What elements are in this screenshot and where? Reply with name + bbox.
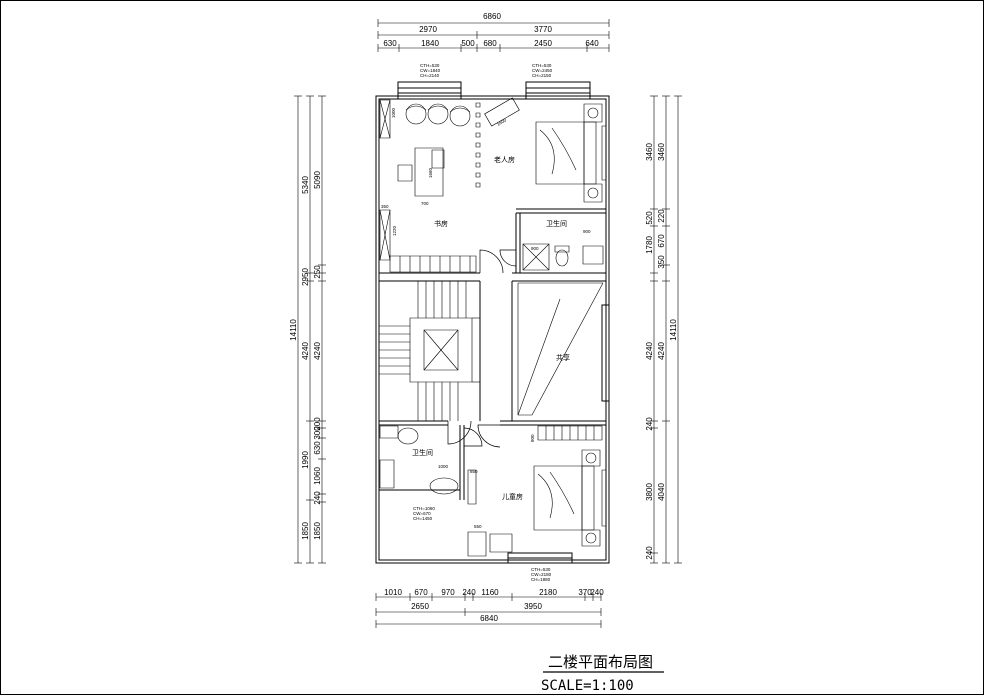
window-tag-top-left-1: CTH=530 xyxy=(420,63,440,68)
furniture-dim-3: 700 xyxy=(421,201,429,206)
dim-right-inner-2: 520 xyxy=(645,211,654,225)
dim-top-detail-3: 500 xyxy=(461,39,475,48)
bottom-dimensions xyxy=(376,593,601,628)
room-label-shared: 共享 xyxy=(556,353,570,362)
dim-bottom-total: 6840 xyxy=(480,614,498,623)
dim-left-inner-1: 5340 xyxy=(301,176,310,194)
dim-top-detail-4: 680 xyxy=(483,39,497,48)
dim-left-detail-3: 4240 xyxy=(313,342,322,360)
room-label-bathroom-bottom: 卫生间 xyxy=(412,448,433,457)
dim-right-inner-4: 4240 xyxy=(645,342,654,360)
dim-bottom-mid-2: 3950 xyxy=(524,602,542,611)
dim-left-inner-3: 4240 xyxy=(301,342,310,360)
dim-left-inner-2: 2950 xyxy=(301,268,310,286)
window-tag-bottom-left-3: CH=1450 xyxy=(413,516,433,521)
dim-left-inner-5: 1850 xyxy=(301,522,310,540)
window-tag-top-left-3: CH=2140 xyxy=(420,73,440,78)
window-tag-top-right-2: CW=2450 xyxy=(532,68,553,73)
dim-bottom-mid-1: 2650 xyxy=(411,602,429,611)
dim-bottom-detail-5: 1160 xyxy=(481,588,499,597)
dim-bottom-detail-2: 670 xyxy=(414,588,428,597)
furniture-dim-2: 1660 xyxy=(428,167,433,178)
window-tag-bottom-left-1: CTH=1060 xyxy=(413,506,435,511)
dim-bottom-detail-6: 2180 xyxy=(539,588,557,597)
dim-bottom-detail-7: 370 xyxy=(578,588,592,597)
room-label-study: 书房 xyxy=(434,219,448,228)
furniture-dim-7: 900 xyxy=(531,246,539,251)
dim-right-inner-1: 3460 xyxy=(645,143,654,161)
room-label-bathroom-top: 卫生间 xyxy=(546,219,567,228)
window-tag-bottom-right-2: CW=2180 xyxy=(531,572,552,577)
dim-right-detail-6: 4040 xyxy=(657,483,666,501)
furniture-dim-5: 1220 xyxy=(392,225,397,236)
furniture-dim-6: 900 xyxy=(583,229,591,234)
furniture xyxy=(380,98,606,556)
dim-left-detail-8: 240 xyxy=(313,491,322,505)
window-tag-bottom-right-3: CH=1880 xyxy=(531,577,551,582)
window-tag-bottom-left-2: CW=670 xyxy=(413,511,431,516)
dim-right-detail-4: 350 xyxy=(657,255,666,269)
window-tag-top-right-3: CH=2150 xyxy=(532,73,552,78)
dim-top-mid-2: 3770 xyxy=(534,25,552,34)
furniture-dim-10: 850 xyxy=(470,469,478,474)
dim-bottom-detail-8: 240 xyxy=(590,588,604,597)
left-dimensions xyxy=(294,96,326,563)
furniture-dim-9: 1000 xyxy=(438,464,449,469)
furniture-dim-1: 1000 xyxy=(391,107,396,118)
dim-top-detail-2: 1840 xyxy=(421,39,439,48)
dim-right-inner-5: 240 xyxy=(645,417,654,431)
dim-top-detail-5: 2450 xyxy=(534,39,552,48)
walls xyxy=(376,82,609,563)
dim-right-detail-1: 3460 xyxy=(657,143,666,161)
window-tag-top-left-2: CW=1840 xyxy=(420,68,441,73)
dim-right-inner-6: 3800 xyxy=(645,483,654,501)
dim-left-detail-2: 250 xyxy=(313,265,322,279)
dim-left-outer: 14110 xyxy=(289,319,298,341)
dim-left-detail-6: 630 xyxy=(313,441,322,455)
right-dimensions xyxy=(650,96,682,563)
dim-bottom-detail-3: 970 xyxy=(441,588,455,597)
dim-top-total: 6860 xyxy=(483,12,501,21)
drawing-scale: SCALE=1:100 xyxy=(541,678,634,694)
room-label-kids: 儿童房 xyxy=(502,492,523,501)
dim-right-inner-7: 240 xyxy=(645,546,654,560)
dim-left-detail-7: 1060 xyxy=(313,467,322,485)
window-tag-top-right-1: CTH=530 xyxy=(532,63,552,68)
furniture-dim-4: 350 xyxy=(381,204,389,209)
dim-left-detail-4: 200 xyxy=(313,417,322,431)
dim-right-outer: 14110 xyxy=(669,319,678,341)
top-dimensions xyxy=(378,19,609,52)
dim-top-detail-1: 630 xyxy=(383,39,397,48)
room-label-elder: 老人房 xyxy=(494,155,515,164)
furniture-dim-8: 1600 xyxy=(496,117,508,127)
dim-right-detail-2: 220 xyxy=(657,209,666,223)
dim-bottom-detail-4: 240 xyxy=(462,588,476,597)
dim-left-inner-4: 1990 xyxy=(301,451,310,469)
dim-top-mid-1: 2970 xyxy=(419,25,437,34)
window-tag-bottom-right-1: CTH=530 xyxy=(531,567,551,572)
dim-right-detail-3: 670 xyxy=(657,234,666,248)
dim-right-inner-3: 1780 xyxy=(645,236,654,254)
drawing-title: 二楼平面布局图 xyxy=(548,653,653,671)
furniture-dim-12: 550 xyxy=(474,524,482,529)
doors xyxy=(448,250,516,447)
dim-left-detail-1: 5090 xyxy=(313,171,322,189)
stairs xyxy=(379,281,603,421)
furniture-dim-11: 800 xyxy=(530,434,535,442)
dim-left-detail-5: 300 xyxy=(313,426,322,440)
dim-right-detail-5: 4240 xyxy=(657,342,666,360)
dim-top-detail-6: 640 xyxy=(585,39,599,48)
dim-bottom-detail-1: 1010 xyxy=(384,588,402,597)
dim-left-detail-9: 1850 xyxy=(313,522,322,540)
